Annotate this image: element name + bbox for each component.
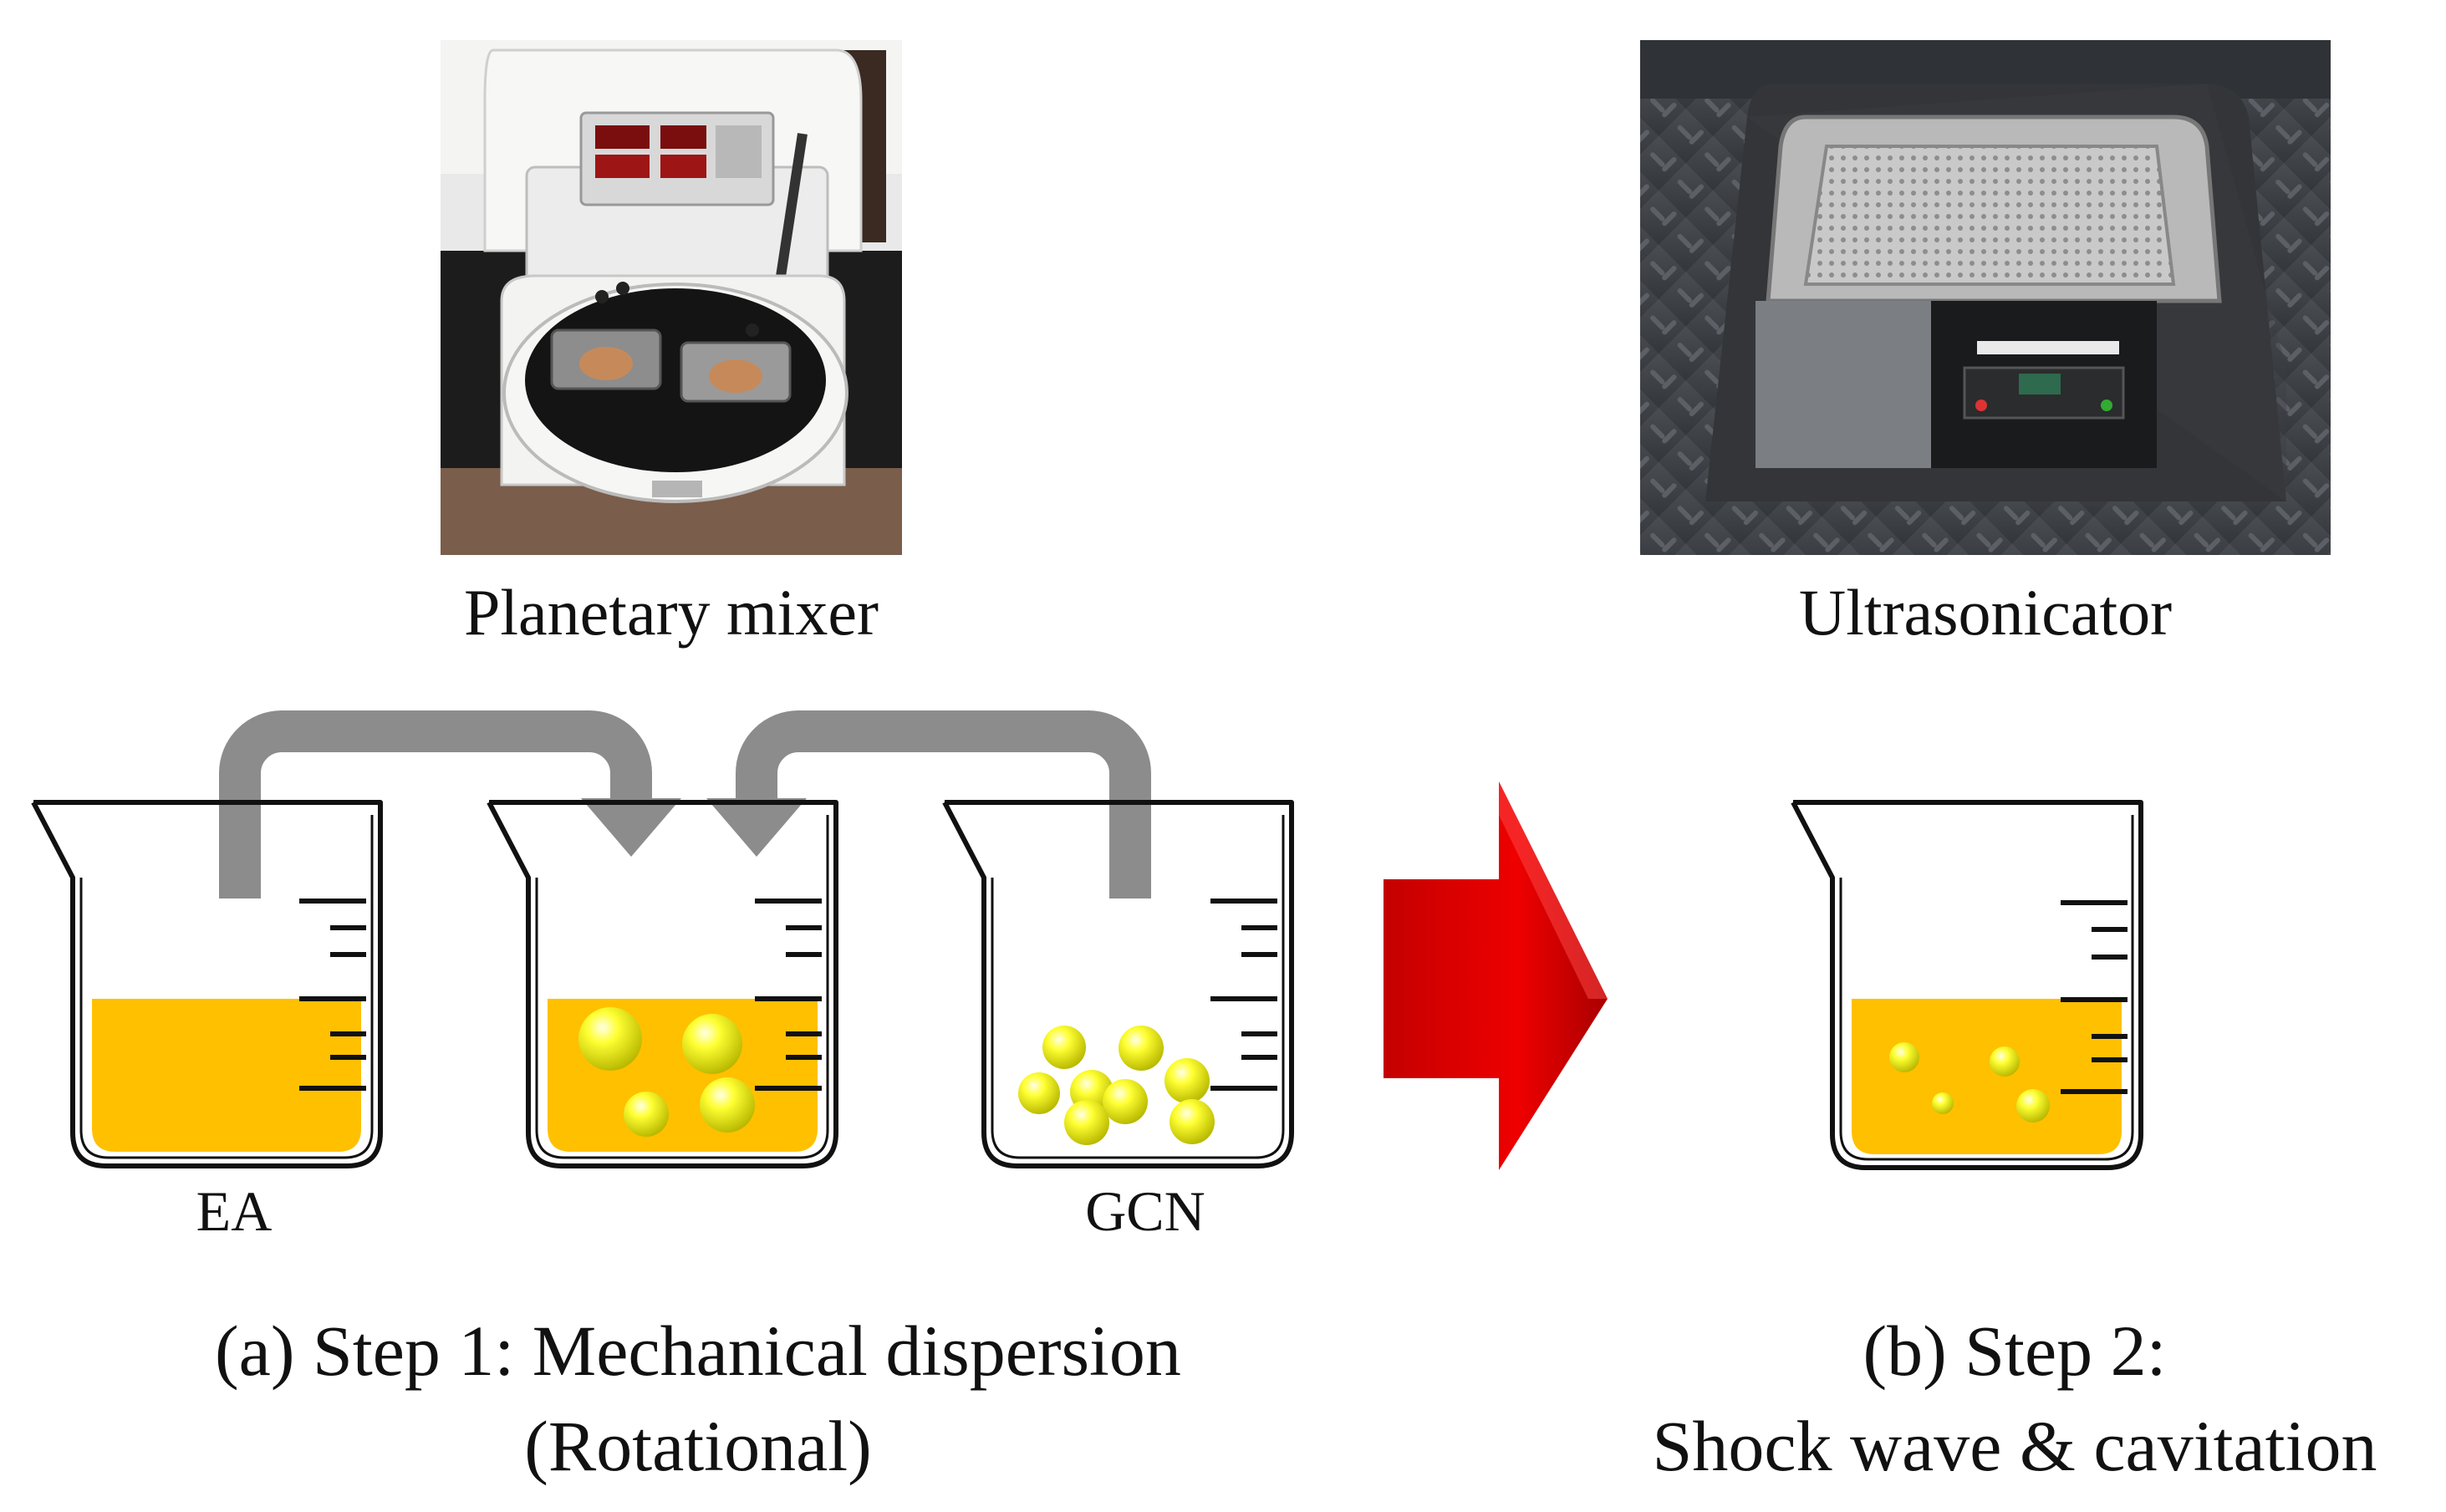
liquid-dispersed	[1852, 999, 2122, 1154]
step1-caption-line2: (Rotational)	[524, 1405, 872, 1486]
gcn-particles-large	[578, 1007, 755, 1137]
process-arrow	[1384, 781, 1608, 1170]
step1-caption-line1: (a) Step 1: Mechanical dispersion	[215, 1311, 1181, 1391]
graduation-marks-ea	[299, 899, 366, 1091]
graduation-marks-mixture	[755, 899, 822, 1091]
liquid-ea	[92, 999, 361, 1152]
ultrasonicator-photo	[1640, 40, 2331, 555]
planetary-mixer-photo	[441, 40, 902, 555]
graduation-marks-dispersed	[2061, 900, 2128, 1094]
planetary-mixer-caption: Planetary mixer	[464, 576, 879, 649]
gcn-particles	[1018, 1026, 1215, 1145]
ultrasonicator-caption: Ultrasonicator	[1798, 576, 2173, 649]
step2-caption: (b) Step 2: Shock wave & cavitation	[1588, 1304, 2441, 1494]
beaker-label-gcn: GCN	[1085, 1179, 1205, 1243]
beaker-dispersed	[1791, 800, 2143, 1170]
step2-caption-line1: (b) Step 2:	[1863, 1311, 2167, 1391]
graduation-marks-gcn	[1210, 899, 1277, 1091]
beaker-ea	[31, 800, 383, 1168]
beaker-gcn	[942, 800, 1294, 1168]
step2-caption-line2: Shock wave & cavitation	[1652, 1405, 2377, 1486]
flow-arrow-gcn-to-mix	[706, 710, 1151, 899]
step1-caption: (a) Step 1: Mechanical dispersion (Rotat…	[84, 1304, 1312, 1494]
gcn-particles-small	[1889, 1042, 2050, 1123]
flow-arrow-ea-to-mix	[219, 710, 681, 899]
beaker-label-ea: EA	[196, 1179, 273, 1243]
beaker-mixture	[487, 800, 838, 1168]
